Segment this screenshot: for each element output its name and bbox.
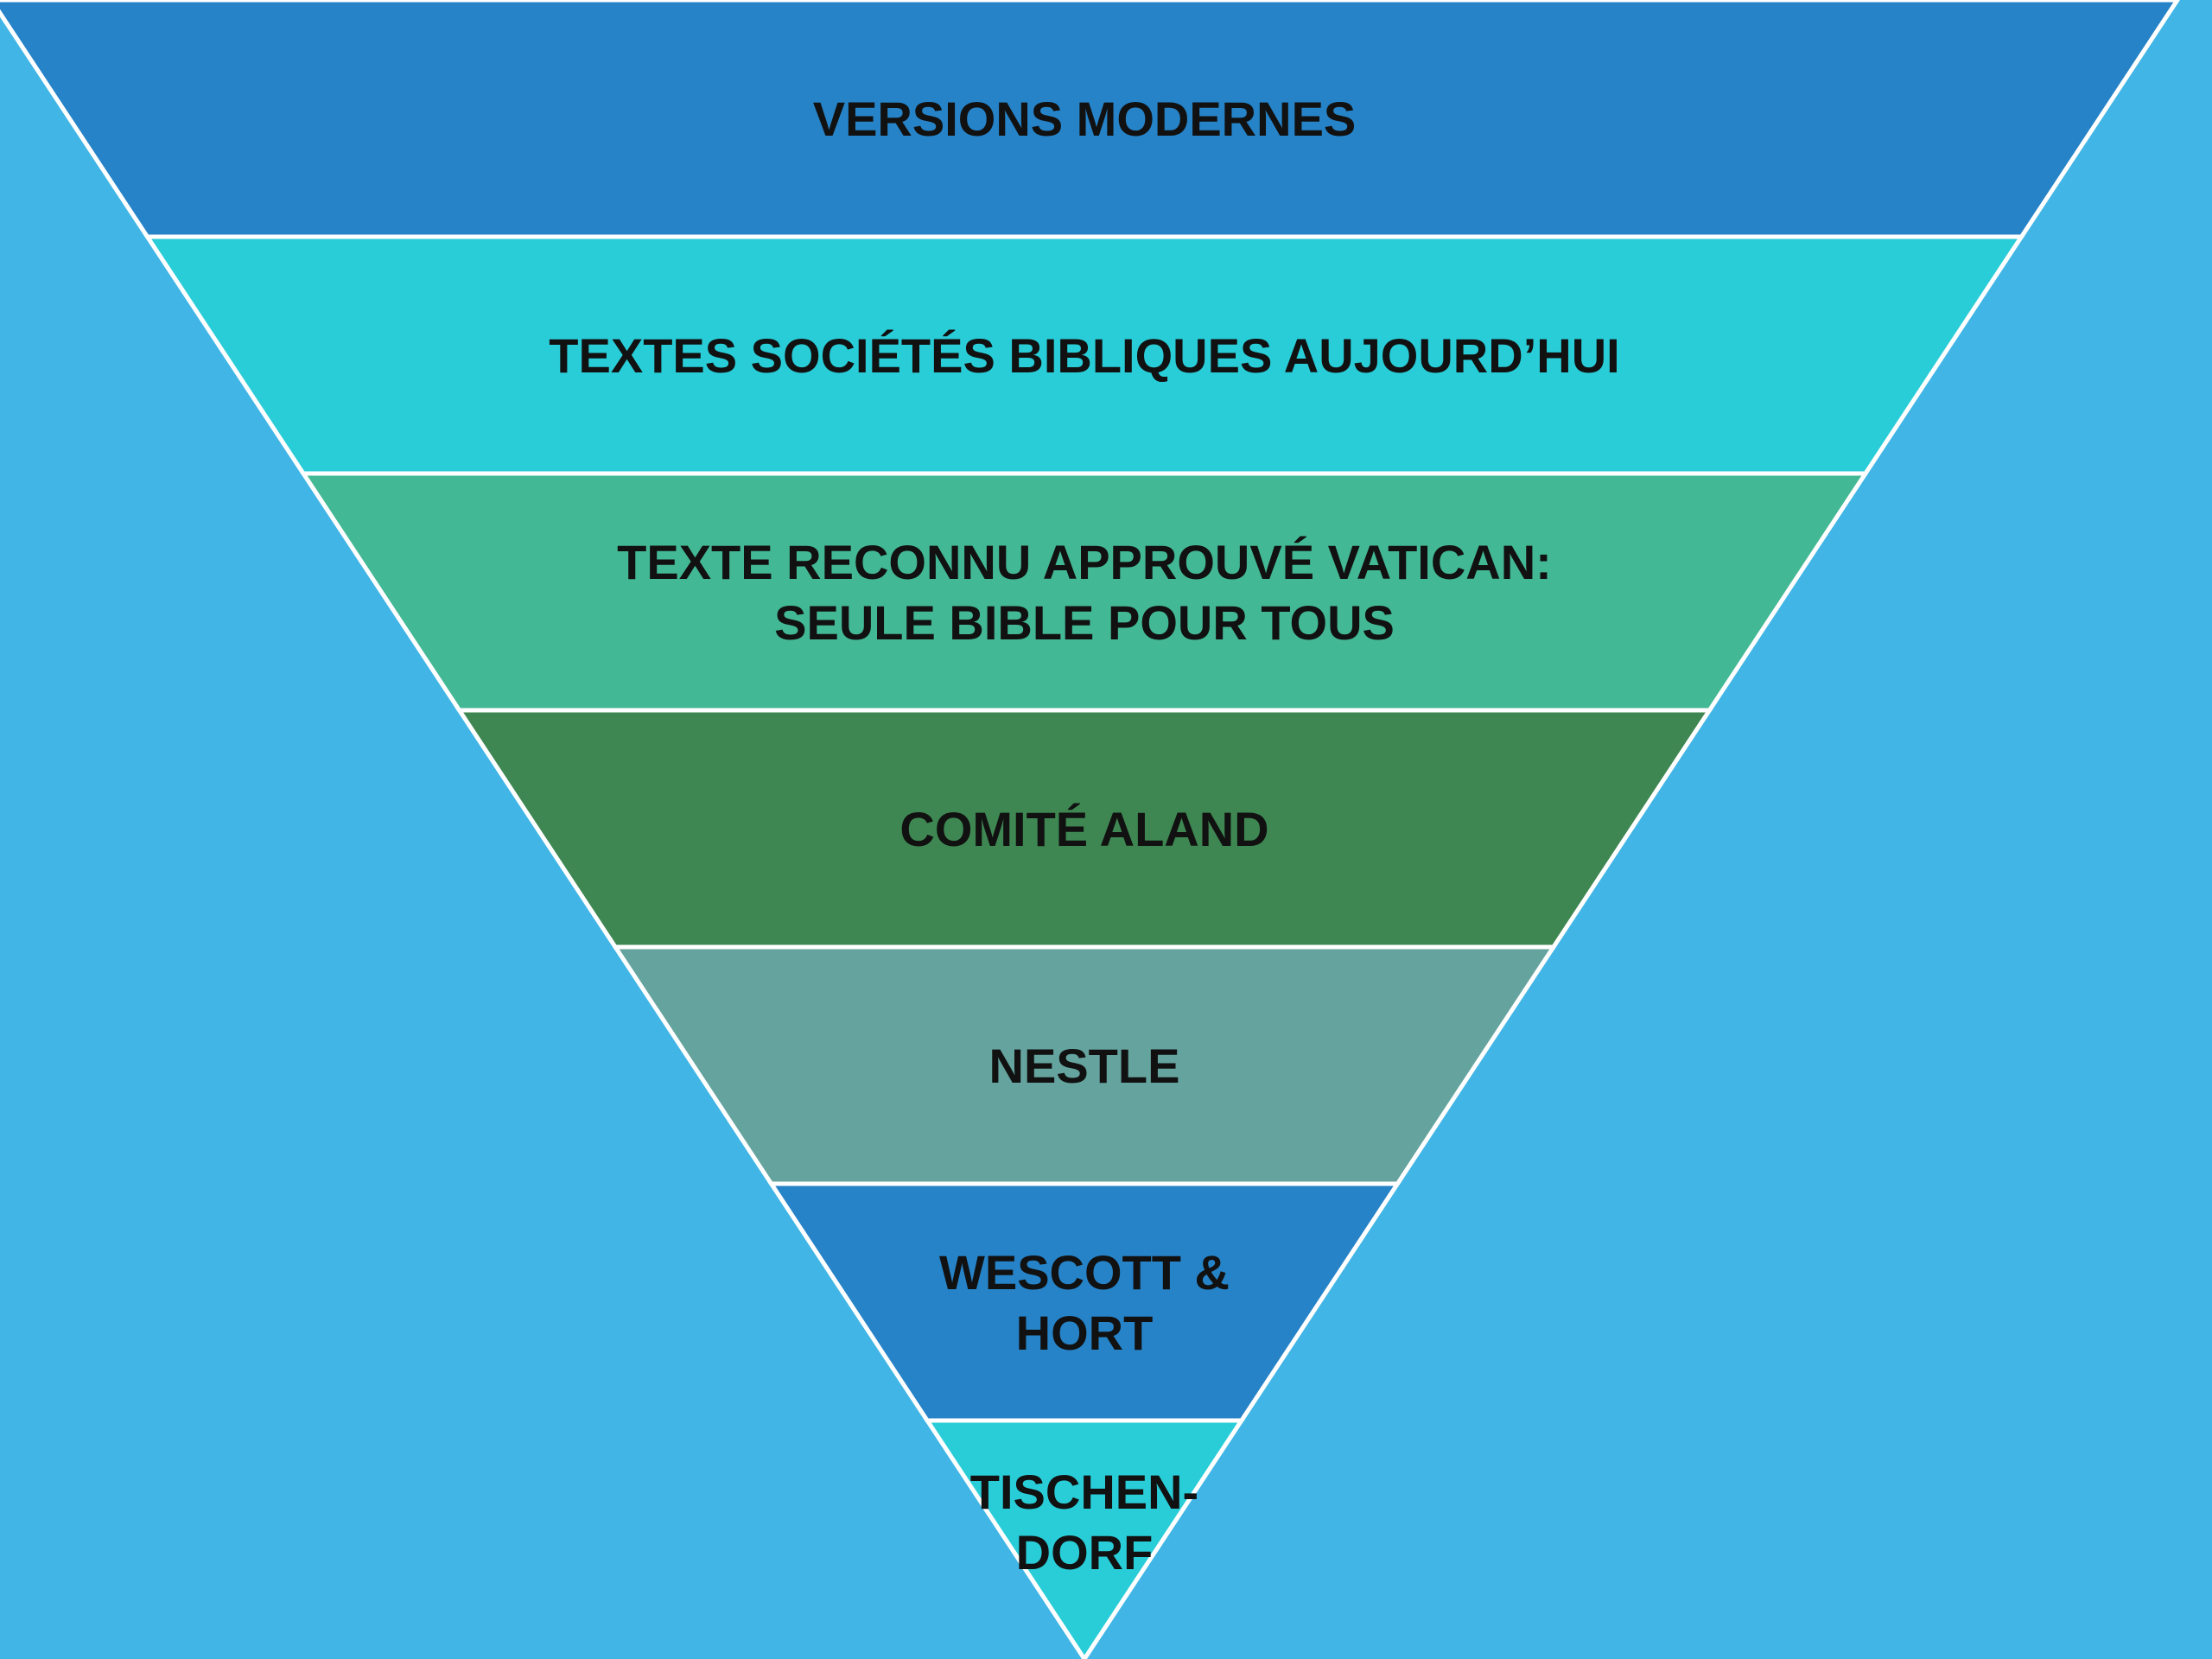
pyramid-level-7-label-line-2: DORF: [1016, 1525, 1154, 1580]
pyramid-level-1-label: VERSIONS MODERNES: [813, 92, 1357, 146]
pyramid-level-7-label: TISCHEN- DORF: [970, 1465, 1198, 1580]
pyramid-level-6-label-line-2: HORT: [1016, 1306, 1154, 1360]
pyramid-level-7: [923, 1418, 1246, 1659]
pyramid-level-1-label-line-1: VERSIONS MODERNES: [813, 92, 1357, 146]
pyramid-level-7-label-line-1: TISCHEN-: [970, 1465, 1198, 1519]
pyramid-labels: VERSIONS MODERNES TEXTES SOCIÉTÉS BIBLIQU…: [549, 92, 1619, 1580]
pyramid-level-5-label-line-1: NESTLE: [989, 1039, 1180, 1093]
pyramid-level-2-label-line-1: TEXTES SOCIÉTÉS BIBLIQUES AUJOURD’HUI: [549, 328, 1619, 383]
pyramid-level-3-label: TEXTE RECONNU APPROUVÉ VATICAN: SEULE BIB…: [617, 535, 1552, 650]
pyramid-level-5-label: NESTLE: [989, 1039, 1180, 1093]
pyramid-level-3: [299, 471, 1870, 713]
pyramid-level-6-label-line-1: WESCOTT &: [939, 1245, 1230, 1300]
pyramid-level-6: [766, 1181, 1402, 1423]
pyramid-level-3-label-line-1: TEXTE RECONNU APPROUVÉ VATICAN:: [617, 535, 1552, 589]
pyramid-level-2-label: TEXTES SOCIÉTÉS BIBLIQUES AUJOURD’HUI: [549, 328, 1619, 383]
pyramid-level-4-label-line-1: COMITÉ ALAND: [899, 802, 1268, 856]
pyramid-level-3-label-line-2: SEULE BIBLE POUR TOUS: [774, 595, 1395, 650]
pyramid-level-6-label: WESCOTT & HORT: [939, 1245, 1230, 1360]
pyramid-level-4-label: COMITÉ ALAND: [899, 802, 1268, 856]
